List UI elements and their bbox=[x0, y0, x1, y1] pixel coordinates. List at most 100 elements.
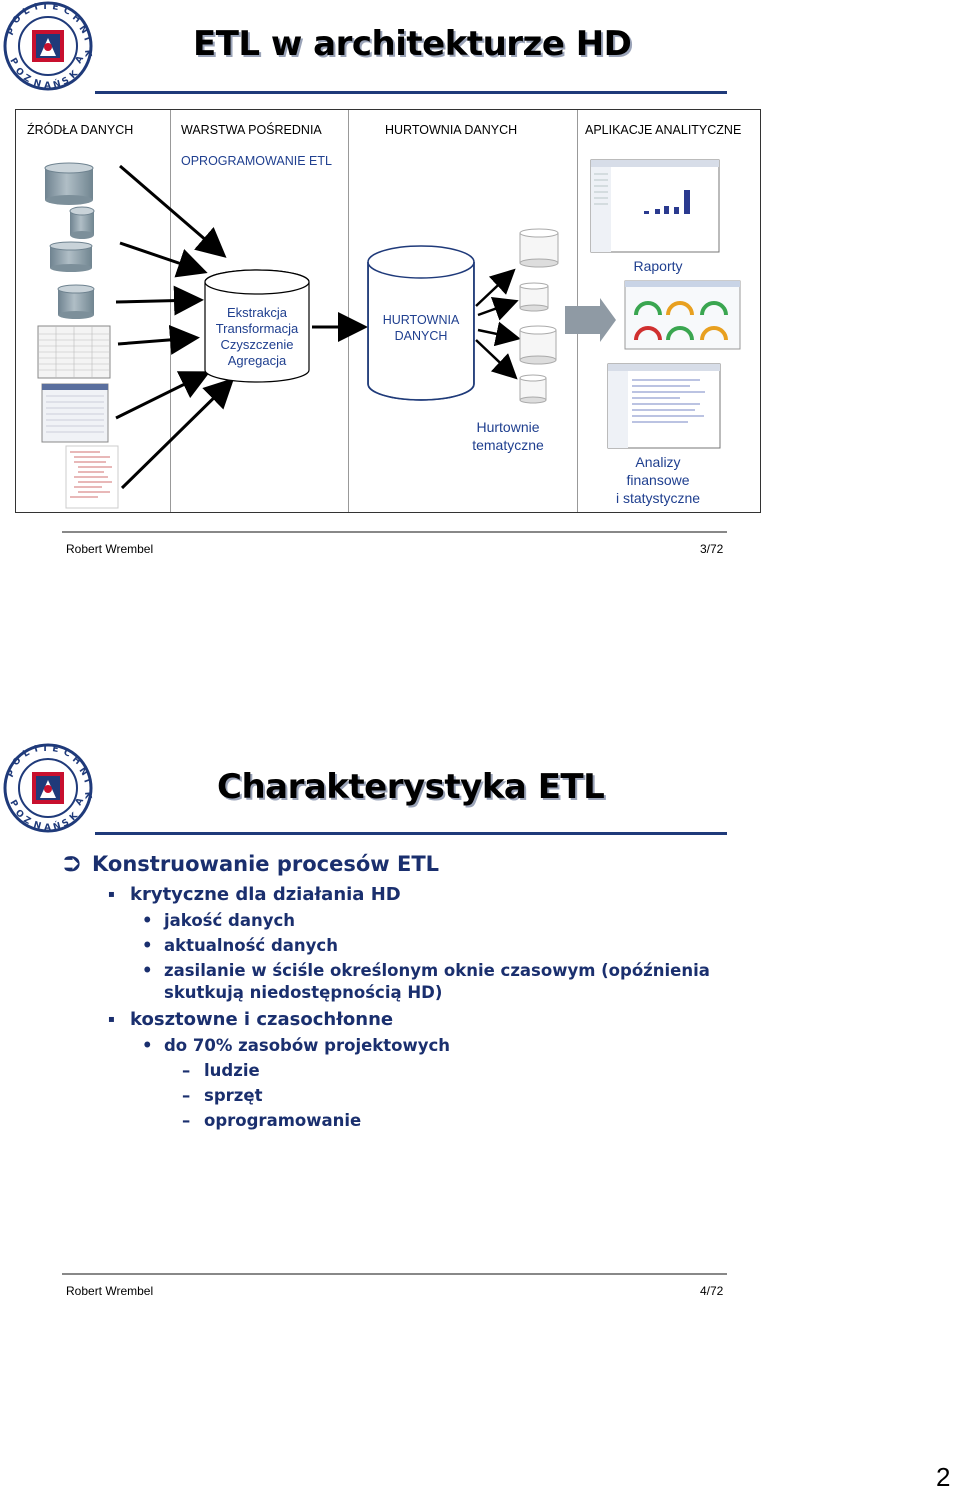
logo-bottom: P O L I T E C H N I K A P O Z N A Ń S K bbox=[2, 742, 94, 834]
svg-text:N: N bbox=[32, 820, 42, 832]
data-mart-icon bbox=[519, 325, 557, 365]
svg-text:N: N bbox=[77, 24, 90, 36]
dot-bullet-icon: • bbox=[142, 911, 153, 930]
data-mart-icon bbox=[519, 228, 559, 268]
sub-list-item: –oprogramowanie bbox=[182, 1111, 362, 1130]
svg-text:C: C bbox=[62, 748, 73, 760]
svg-text:A: A bbox=[44, 823, 51, 833]
svg-text:L: L bbox=[22, 6, 32, 18]
etl-step-clean: Czyszczenie bbox=[220, 337, 294, 352]
column-divider bbox=[348, 110, 349, 512]
dot-bullet-icon: • bbox=[142, 936, 153, 955]
report-screenshot-icon bbox=[590, 159, 720, 253]
dash-bullet-icon: – bbox=[182, 1111, 191, 1130]
flow-arrow-icon bbox=[565, 298, 616, 342]
svg-text:C: C bbox=[62, 6, 73, 18]
source-xml-document-icon bbox=[65, 445, 119, 509]
column-header-staging: WARSTWA POŚREDNIA bbox=[181, 123, 322, 137]
column-header-warehouse: HURTOWNIA DANYCH bbox=[385, 123, 518, 137]
etl-steps: Ekstrakcja Transformacja Czyszczenie Agr… bbox=[205, 305, 309, 369]
slide3-footer-author: Robert Wrembel bbox=[66, 542, 154, 556]
list-item: •aktualność danych bbox=[142, 936, 338, 955]
slide3-footer-page: 3/72 bbox=[700, 542, 724, 556]
data-marts-label: Hurtownie tematyczne bbox=[472, 419, 544, 453]
slide4-title-rule bbox=[95, 832, 727, 835]
svg-text:A: A bbox=[74, 796, 86, 807]
source-db-icon bbox=[44, 162, 94, 205]
list-item: •do 70% zasobów projektowych bbox=[142, 1036, 451, 1055]
slide4-footer-author: Robert Wrembel bbox=[66, 1284, 154, 1298]
etl-software-label: OPROGRAMOWANIE ETL bbox=[181, 154, 332, 168]
etl-step-transform: Transformacja bbox=[215, 321, 299, 336]
dash-bullet-icon: – bbox=[182, 1061, 191, 1080]
dash-bullet-icon: – bbox=[182, 1086, 191, 1105]
svg-text:Ń: Ń bbox=[52, 77, 62, 91]
data-mart-icon bbox=[519, 374, 547, 404]
list-item: •zasilanie w ściśle określonym oknie cza… bbox=[142, 961, 710, 980]
svg-text:A: A bbox=[44, 81, 51, 91]
source-db-icon bbox=[57, 284, 95, 319]
section-heading: ▪krytyczne dla działania HD bbox=[108, 884, 401, 905]
svg-text:E: E bbox=[51, 744, 59, 755]
sub-list-item: –sprzęt bbox=[182, 1086, 263, 1105]
svg-text:S: S bbox=[61, 818, 72, 830]
source-db-icon bbox=[49, 241, 93, 272]
source-db-icon bbox=[69, 206, 95, 239]
svg-text:I: I bbox=[81, 778, 92, 785]
svg-text:P: P bbox=[6, 768, 18, 779]
sub-list-item: –ludzie bbox=[182, 1061, 260, 1080]
etl-step-aggregate: Agregacja bbox=[227, 353, 287, 368]
svg-text:N: N bbox=[77, 766, 90, 778]
column-divider bbox=[170, 110, 171, 512]
svg-text:Ń: Ń bbox=[52, 819, 62, 833]
svg-text:T: T bbox=[42, 744, 49, 754]
logo-top: P O L I T E C H N I K A P O Z N A Ń S K bbox=[2, 0, 94, 92]
svg-text:I: I bbox=[33, 744, 39, 755]
slide4-footer-page: 4/72 bbox=[700, 1284, 724, 1298]
list-item-continuation: skutkują niedostępnością HD) bbox=[164, 983, 443, 1002]
svg-text:Z: Z bbox=[22, 815, 33, 827]
slide3-title: ETL w architekturze HD bbox=[193, 24, 632, 64]
square-bullet-icon: ▪ bbox=[108, 1014, 115, 1025]
dot-bullet-icon: • bbox=[142, 1036, 153, 1055]
column-header-sources: ŹRÓDŁA DANYCH bbox=[27, 123, 134, 137]
politechnika-logo-icon: P O L I T E C H N I K A P O Z N A Ń S K bbox=[3, 743, 93, 833]
svg-text:P: P bbox=[7, 57, 19, 68]
data-mart-icon bbox=[519, 282, 549, 312]
level1-item: ⮊Konstruowanie procesów ETL bbox=[64, 852, 440, 876]
svg-text:A: A bbox=[74, 54, 86, 65]
slide3-footer-rule bbox=[62, 531, 727, 533]
page-number: 2 bbox=[936, 1462, 951, 1492]
svg-text:P: P bbox=[6, 26, 18, 37]
dashboard-screenshot-icon bbox=[624, 280, 741, 350]
list-item: •jakość danych bbox=[142, 911, 295, 930]
source-spreadsheet-icon bbox=[37, 325, 111, 379]
svg-text:K: K bbox=[82, 49, 93, 58]
slide3-title-rule bbox=[95, 91, 727, 94]
slide4-footer-rule bbox=[62, 1273, 727, 1275]
svg-text:L: L bbox=[22, 748, 32, 760]
svg-text:E: E bbox=[51, 2, 59, 13]
arrow-bullet-icon: ⮊ bbox=[64, 852, 80, 876]
analysis-label: Analizy finansowe i statystyczne bbox=[615, 454, 701, 506]
etl-step-extract: Ekstrakcja bbox=[227, 305, 287, 320]
politechnika-logo-icon: P O L I T E C H N I K A P O Z N A Ń S K bbox=[3, 1, 93, 91]
section-heading: ▪kosztowne i czasochłonne bbox=[108, 1009, 394, 1030]
reports-label: Raporty bbox=[633, 258, 683, 274]
svg-text:Z: Z bbox=[22, 73, 33, 85]
column-header-apps: APLIKACJE ANALITYCZNE bbox=[585, 123, 742, 137]
dot-bullet-icon: • bbox=[142, 961, 153, 980]
svg-text:K: K bbox=[82, 791, 93, 800]
square-bullet-icon: ▪ bbox=[108, 889, 115, 900]
etl-diagram bbox=[37, 159, 741, 509]
svg-text:N: N bbox=[32, 78, 42, 90]
svg-text:S: S bbox=[61, 76, 72, 88]
svg-text:I: I bbox=[81, 36, 92, 43]
source-app-window-icon bbox=[41, 383, 109, 443]
analysis-screenshot-icon bbox=[607, 363, 721, 449]
svg-text:I: I bbox=[33, 2, 39, 13]
svg-text:T: T bbox=[42, 2, 49, 12]
dw-label: HURTOWNIA DANYCH bbox=[382, 313, 460, 343]
slide4-title: Charakterystyka ETL bbox=[217, 767, 605, 807]
svg-text:P: P bbox=[7, 799, 19, 810]
